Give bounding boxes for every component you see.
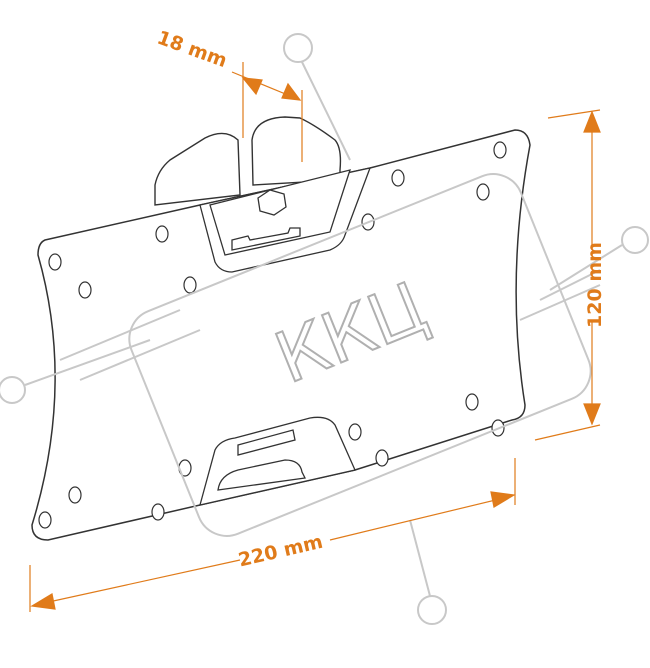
depth-dimension-label: 18 mm (154, 27, 230, 73)
width-dimension-label: 220 mm (236, 531, 325, 572)
watermark (0, 33, 649, 625)
mounting-holes (38, 141, 507, 529)
mount-hooks (154, 116, 342, 206)
bottom-bracket (199, 416, 356, 506)
top-bracket (199, 167, 372, 273)
height-dimension-label: 120 mm (584, 242, 606, 328)
dimension-lines (29, 62, 601, 612)
